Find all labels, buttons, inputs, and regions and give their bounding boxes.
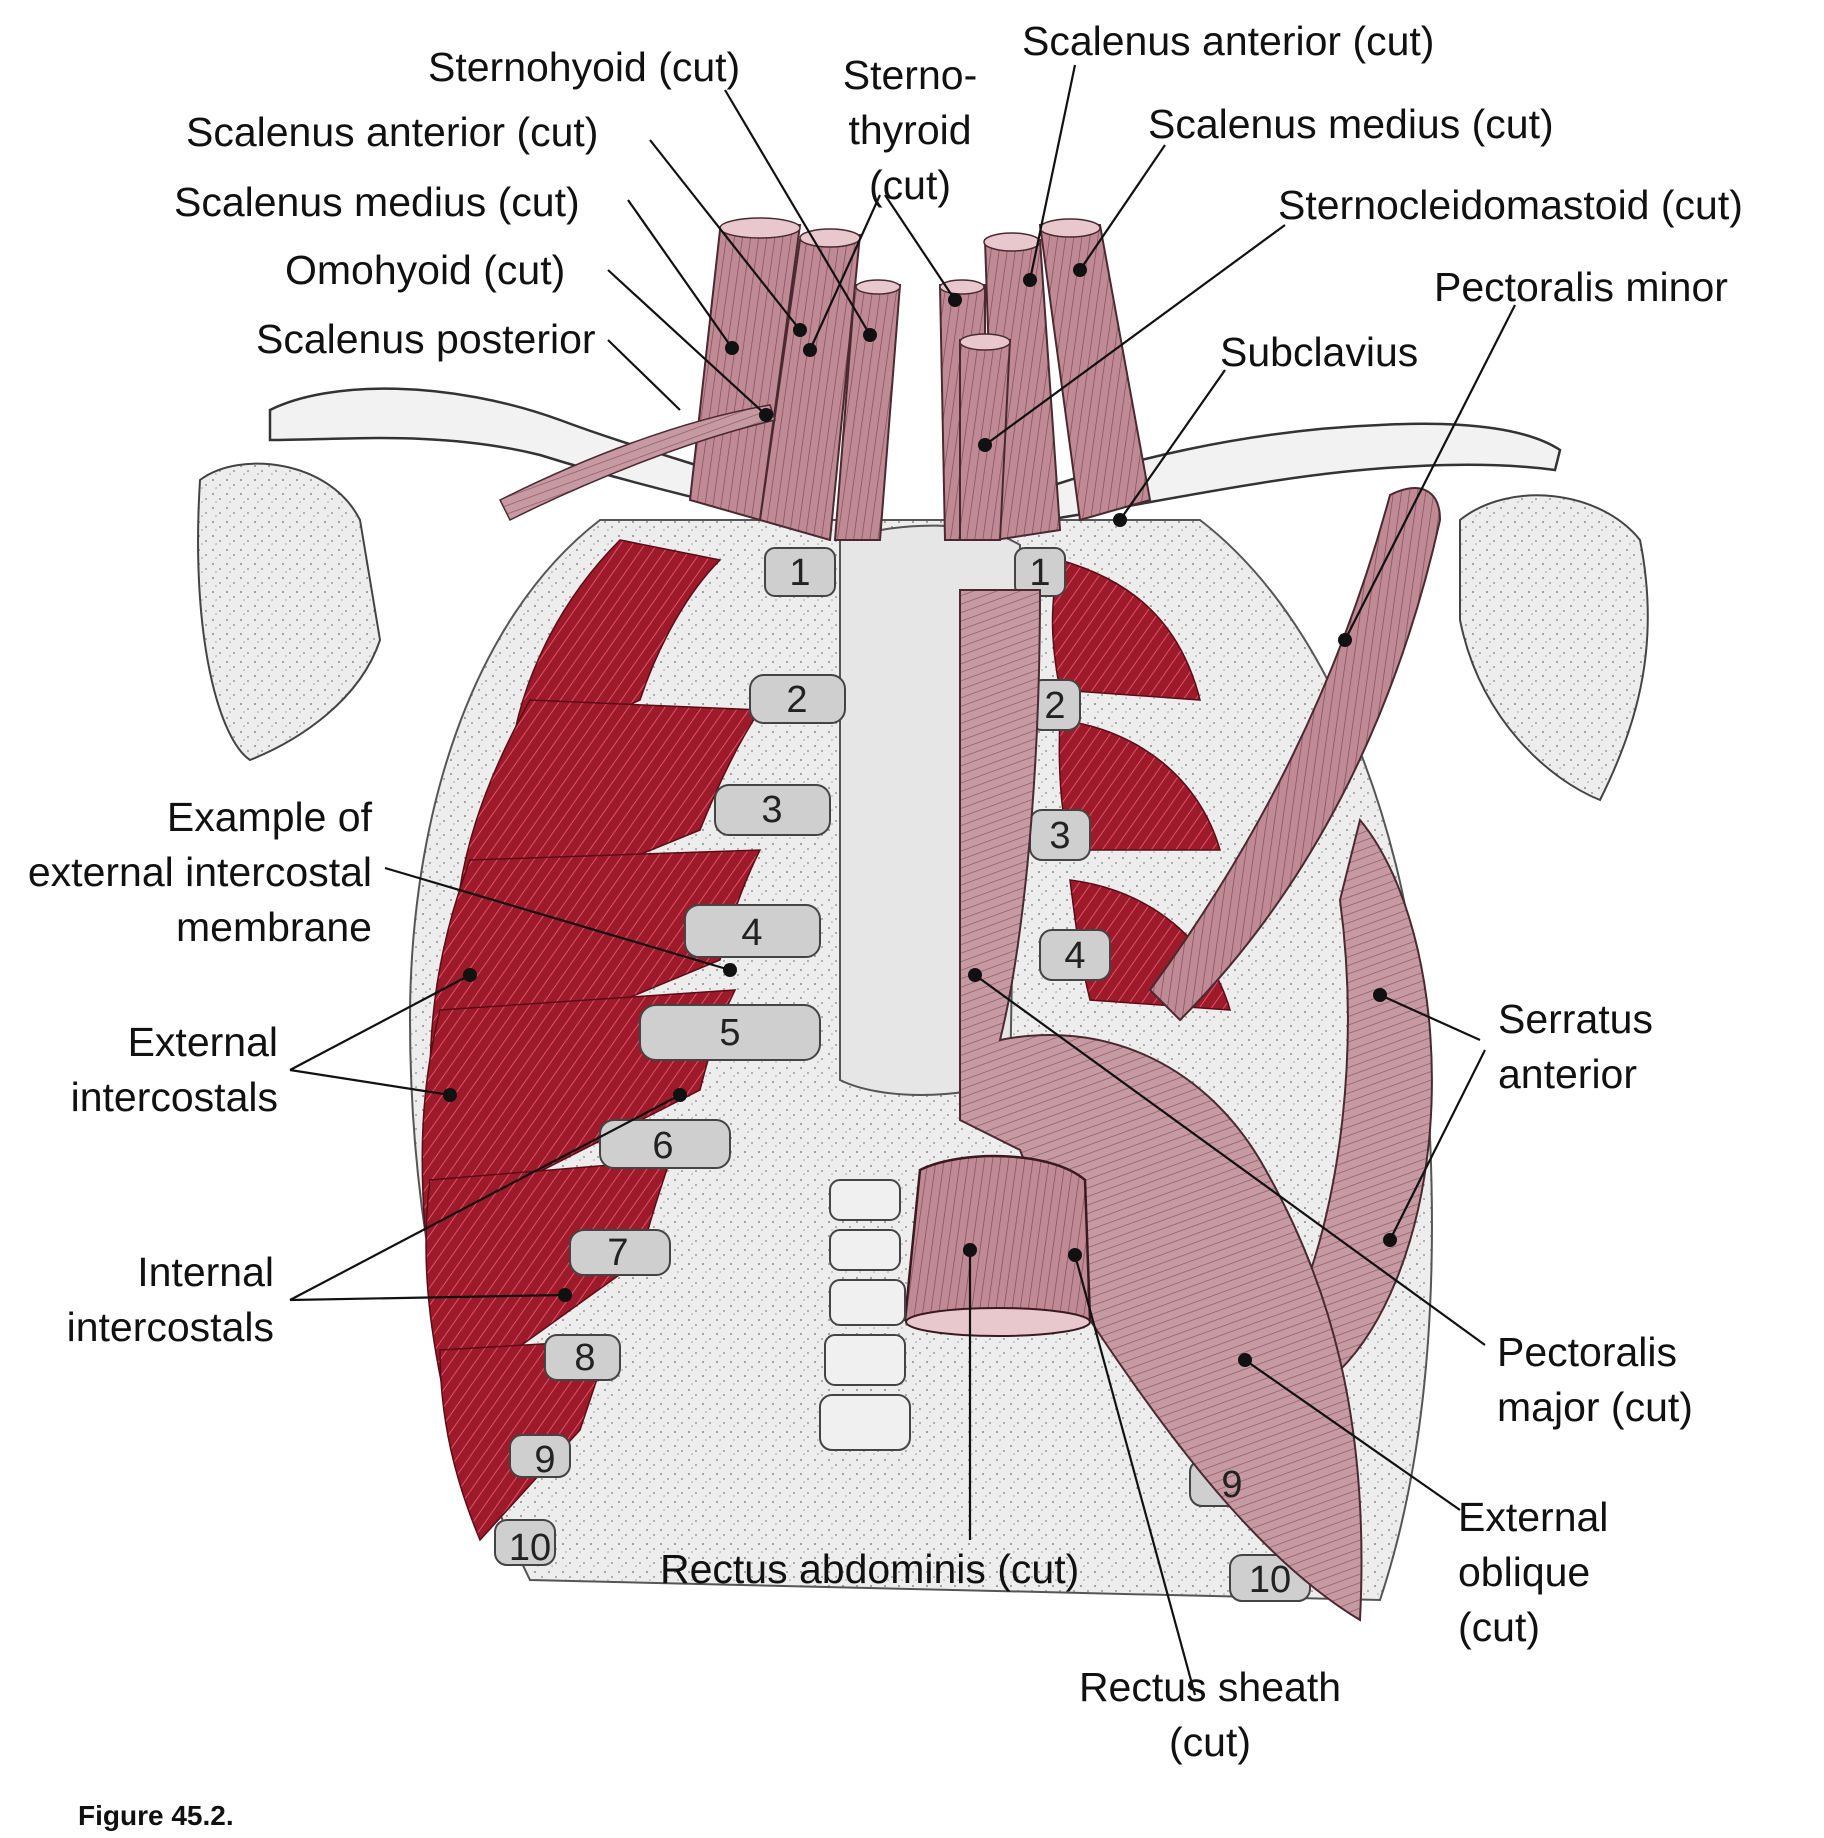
rib-number-left-4: 4: [741, 912, 762, 954]
rib-number-left-1: 1: [789, 552, 810, 594]
rib-number-left-10: 10: [509, 1527, 551, 1569]
pectoralis-minor-muscle: [1148, 487, 1442, 1022]
label-rectus-abdominis: Rectus abdominis (cut): [660, 1546, 1080, 1592]
label-scalenus-medius-right: Scalenus medius (cut): [1148, 101, 1554, 147]
rib-number-left-8: 8: [574, 1337, 595, 1379]
label-sternothyroid: Sterno- thyroid (cut): [842, 52, 978, 208]
label-pectoralis-minor: Pectoralis minor: [1434, 264, 1728, 310]
rib-number-right-9: 9: [1221, 1464, 1242, 1506]
rib-numbers-right: 1 2 3 4 9 10: [1029, 552, 1291, 1601]
leader-lines: [289, 64, 1516, 1696]
leader-dots: [443, 263, 1397, 1367]
rib-number-left-2: 2: [786, 679, 807, 721]
rib-number-left-6: 6: [652, 1125, 673, 1167]
rib-number-right-2: 2: [1044, 685, 1065, 727]
label-scalenus-medius-left: Scalenus medius (cut): [174, 179, 580, 225]
rib-number-left-3: 3: [761, 789, 782, 831]
label-omohyoid: Omohyoid (cut): [285, 247, 566, 293]
rib-numbers-left: 1 2 3 4 5 6 7 8 9 10: [509, 552, 811, 1569]
rib-number-right-3: 3: [1049, 815, 1070, 857]
right-scapula: [1459, 494, 1649, 802]
neck-muscle-bundles: [688, 223, 1152, 542]
left-scapula: [197, 462, 382, 762]
figure-caption: Figure 45.2.: [78, 1800, 234, 1831]
rib-number-left-7: 7: [607, 1232, 628, 1274]
label-external-intercostal-membrane: Example of external intercostal membrane: [27, 794, 372, 950]
vertebral-column: [819, 1179, 911, 1451]
label-serratus-anterior: Serratus anterior: [1498, 996, 1653, 1097]
label-scalenus-anterior-left: Scalenus anterior (cut): [186, 109, 599, 155]
serratus-anterior-muscle: [1298, 817, 1433, 1372]
label-external-intercostals: External intercostals: [70, 1019, 278, 1120]
rib-number-right-1: 1: [1029, 552, 1050, 594]
rectus-abdominis-cut-end: [905, 1307, 1091, 1337]
rib-number-right-4: 4: [1064, 935, 1085, 977]
label-pectoralis-major: Pectoralis major (cut): [1497, 1329, 1693, 1430]
label-scalenus-posterior: Scalenus posterior: [256, 316, 596, 362]
label-scalenus-anterior-right: Scalenus anterior (cut): [1022, 18, 1435, 64]
label-subclavius: Subclavius: [1220, 329, 1419, 375]
label-external-oblique: External oblique (cut): [1458, 1494, 1609, 1650]
rib-number-left-5: 5: [719, 1012, 740, 1054]
rib-number-left-9: 9: [534, 1439, 555, 1481]
omohyoid-strap: [498, 404, 776, 522]
rib-number-right-10: 10: [1249, 1559, 1291, 1601]
label-internal-intercostals: Internal intercostals: [66, 1249, 274, 1350]
label-rectus-sheath: Rectus sheath (cut): [1078, 1664, 1342, 1765]
label-sternohyoid: Sternohyoid (cut): [428, 44, 741, 90]
label-sternocleidomastoid: Sternocleidomastoid (cut): [1278, 182, 1743, 228]
left-costal-cartilages: [494, 547, 846, 1566]
